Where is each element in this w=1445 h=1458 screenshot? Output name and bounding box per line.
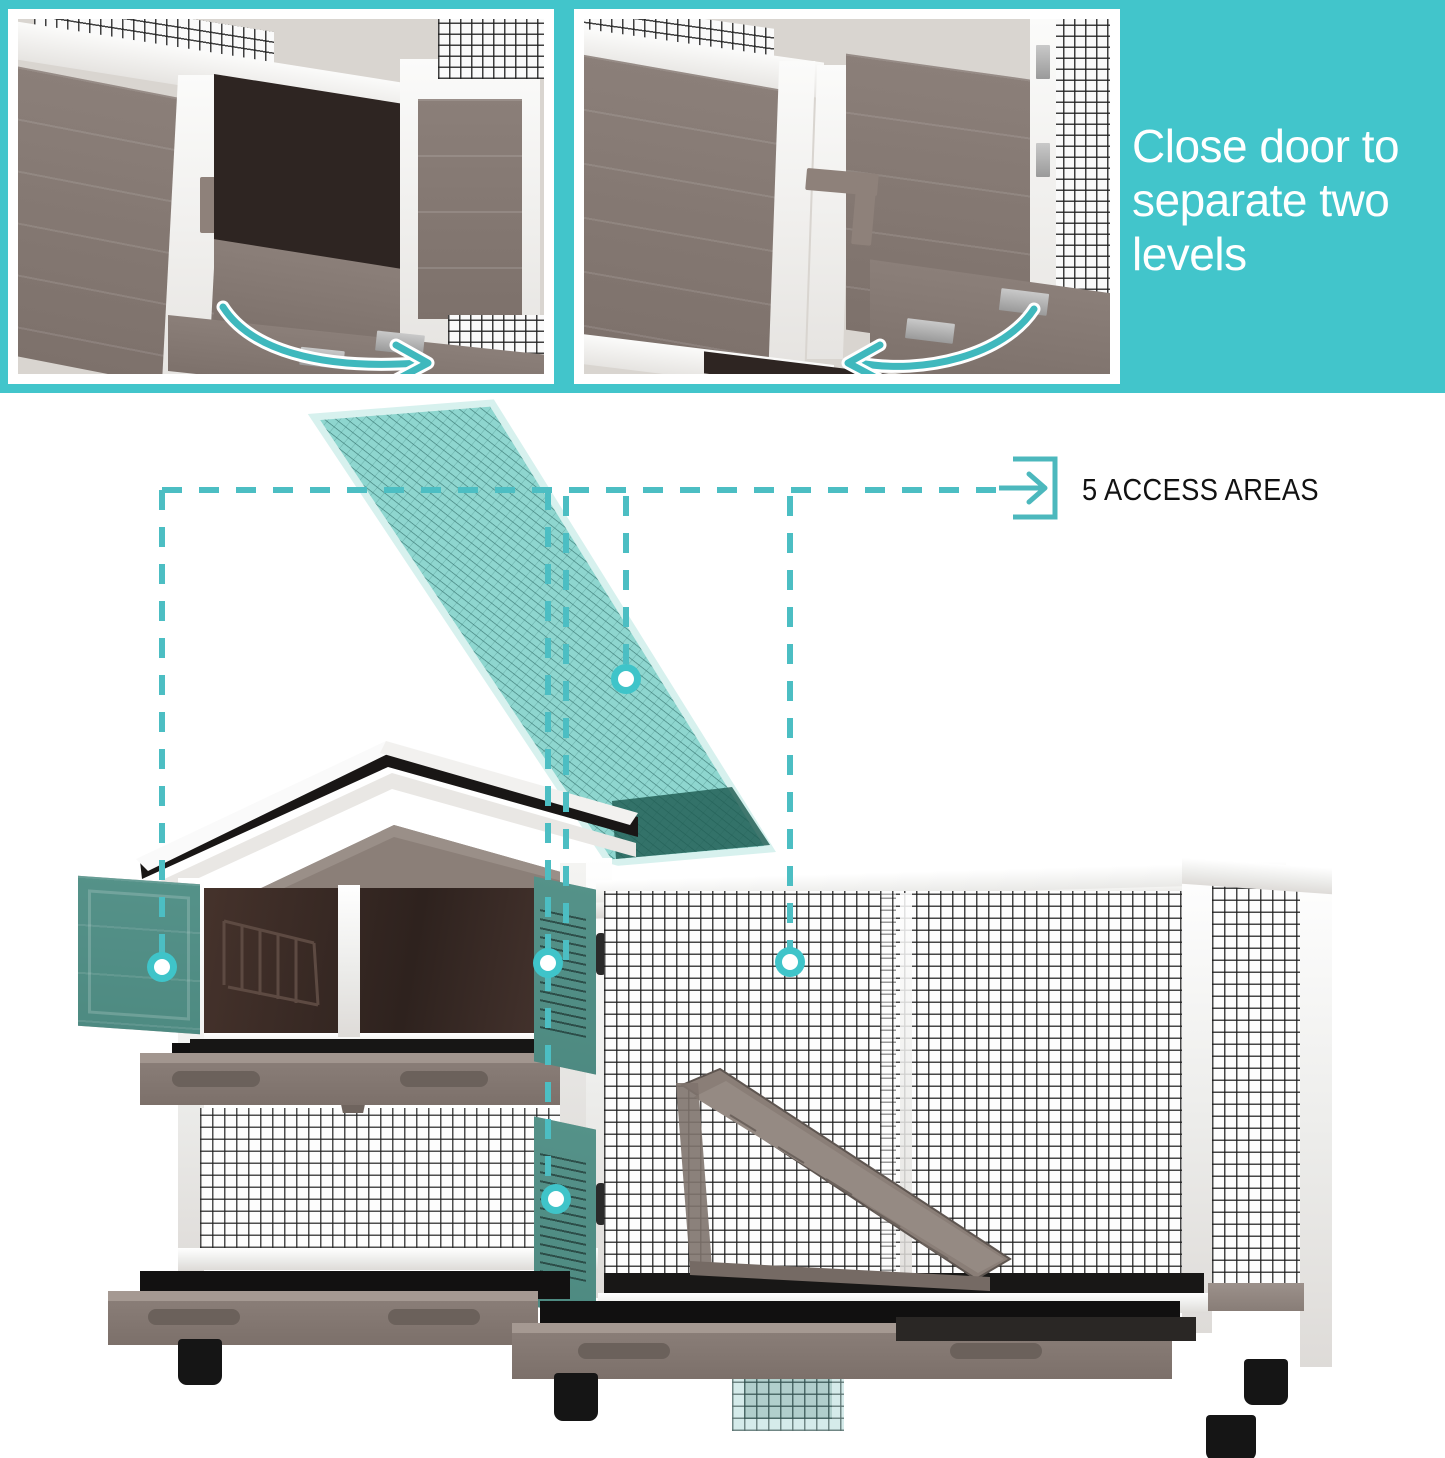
door-closed-photo <box>584 19 1110 374</box>
access-areas-label: 5 ACCESS AREAS <box>1082 472 1319 507</box>
caption-line-3: levels <box>1132 227 1247 280</box>
caster-wheel <box>178 1339 222 1385</box>
access-marker-left-door <box>147 952 177 982</box>
product-illustration <box>0 393 1445 1458</box>
caster-wheel <box>554 1373 598 1421</box>
enter-arrow-icon <box>999 456 1058 520</box>
caption-line-1: Close door to <box>1132 120 1400 172</box>
photo-frame-door-closed <box>574 9 1120 384</box>
access-marker-center-upper <box>533 948 563 978</box>
banner-caption: Close door to separate two levels <box>1132 120 1432 281</box>
door-open-photo <box>18 19 544 374</box>
caster-wheel <box>1206 1415 1256 1458</box>
top-banner: Close door to separate two levels <box>0 0 1445 393</box>
access-marker-run-door <box>775 947 805 977</box>
caption-line-2: separate two <box>1132 173 1390 226</box>
caster-wheel <box>1244 1359 1288 1405</box>
callout-layer: 5 ACCESS AREAS <box>0 393 1445 1458</box>
access-marker-center-lower <box>541 1184 571 1214</box>
access-marker-roof <box>611 664 641 694</box>
photo-frame-door-open <box>8 9 554 384</box>
